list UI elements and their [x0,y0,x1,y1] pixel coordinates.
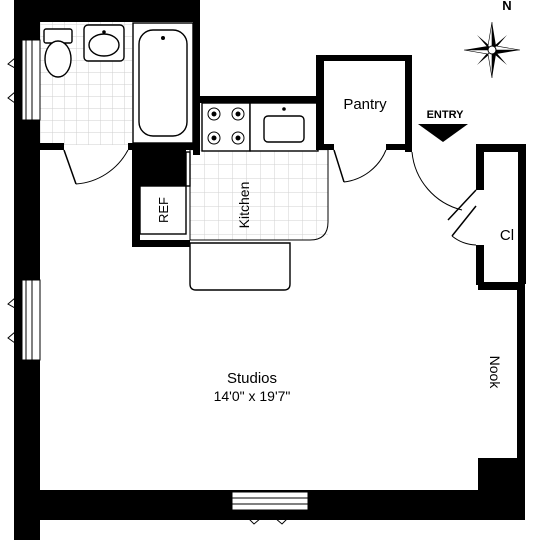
breakfast-bar [189,242,291,291]
window-left-upper [7,39,41,121]
toilet-fixture [43,28,73,78]
entry-arrow-icon [418,124,468,142]
bathroom-sink-fixture [83,24,125,62]
pantry-door [333,149,387,183]
closet-label: Cl [500,227,514,244]
kitchen-label: Kitchen [236,182,252,229]
doors [63,149,477,246]
entry-label: ENTRY [427,109,465,121]
refrigerator-fixture [139,185,187,235]
pantry-label: Pantry [343,96,387,113]
window-left-lower [7,279,41,361]
kitchen-area [139,102,329,291]
compass-icon [463,21,521,79]
studio-size-label: 14'0" x 19'7" [214,388,291,404]
stove-fixture [201,102,251,152]
entry-door [411,151,477,221]
bathroom-door [63,149,129,185]
window-bottom [231,491,309,525]
refrigerator-label: REF [156,197,171,223]
bathroom [40,20,194,145]
kitchen-sink-fixture [249,102,319,152]
nook-label: Nook [487,356,503,390]
studio-name-label: Studios [227,370,277,387]
bathtub-fixture [132,22,194,144]
compass-north-label: N [502,0,511,13]
closet-door [451,205,477,246]
windows [7,39,309,525]
